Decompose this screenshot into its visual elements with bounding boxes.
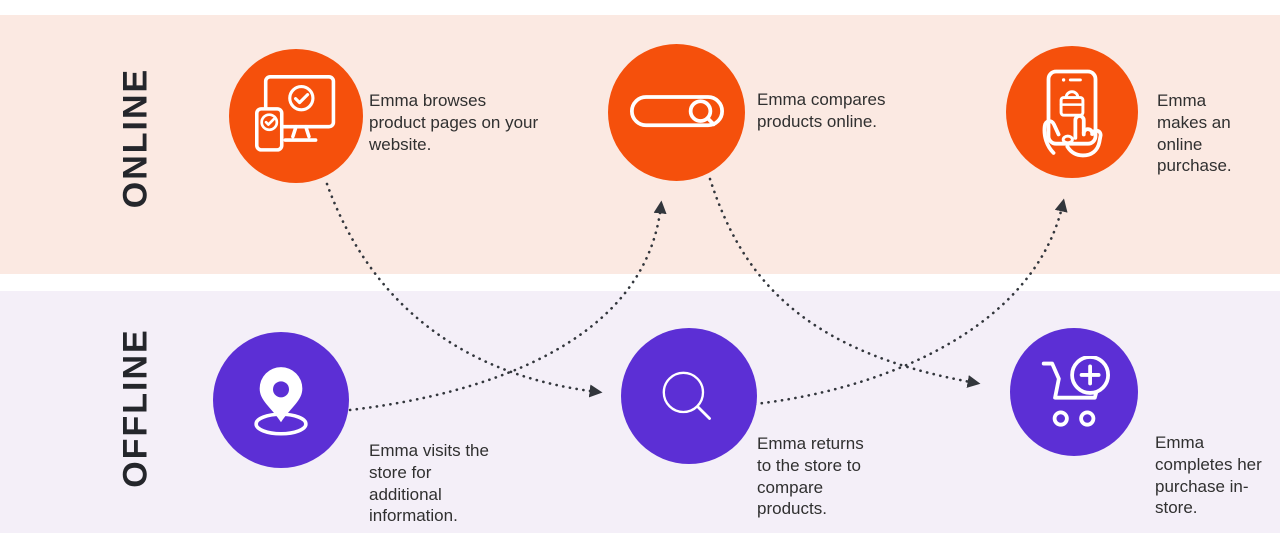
offline-band-label: OFFLINE <box>116 328 155 488</box>
offline-step-3-caption: Emma completes her purchase in- store. <box>1155 433 1262 518</box>
online-band-label: ONLINE <box>116 67 155 209</box>
online-step-2-caption: Emma compares products online. <box>757 90 886 131</box>
location-pin-icon <box>254 367 308 436</box>
devices-check-icon <box>255 75 336 152</box>
offline-step-1-circle <box>213 332 349 468</box>
cart-add-icon <box>1041 356 1110 427</box>
offline-step-2-caption: Emma returns to the store to compare pro… <box>757 434 864 519</box>
offline-step-3-circle <box>1010 328 1138 456</box>
online-step-2-circle <box>608 44 745 181</box>
offline-step-2-circle <box>621 328 757 464</box>
search-bar-icon <box>629 94 724 127</box>
phone-purchase-icon <box>1042 69 1103 158</box>
online-step-3-circle <box>1006 46 1138 178</box>
online-step-3-caption: Emma makes an online purchase. <box>1157 91 1232 176</box>
offline-step-1-caption: Emma visits the store for additional inf… <box>369 441 489 526</box>
online-step-1-circle <box>229 49 363 183</box>
magnifier-icon <box>662 371 711 420</box>
online-step-1-caption: Emma browses product pages on your websi… <box>369 91 539 154</box>
